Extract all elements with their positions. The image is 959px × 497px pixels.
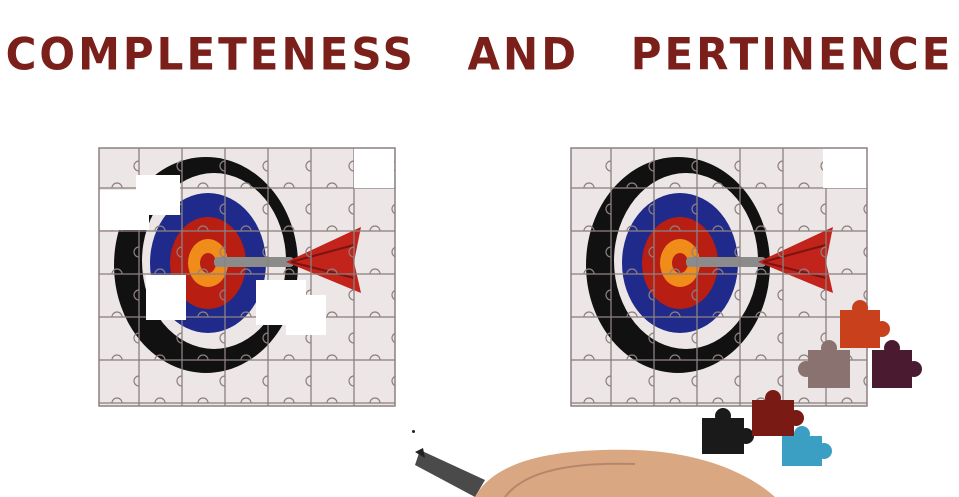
- extra-puzzle-pieces: [690, 300, 940, 470]
- puzzle-piece-orange-icon: [840, 300, 890, 348]
- puzzle-piece-plum-icon: [872, 340, 922, 388]
- puzzle-piece-teal-icon: [782, 426, 832, 466]
- puzzle-piece-grey-icon: [798, 340, 850, 388]
- pen-dot: [412, 430, 415, 433]
- incomplete-puzzle-target-icon: [96, 145, 396, 407]
- puzzle-piece-black-icon: [702, 408, 754, 454]
- puzzle-piece-maroon-icon: [752, 390, 804, 436]
- hand-with-pen-icon: [415, 440, 775, 497]
- page-title: COMPLETENESS AND PERTINENCE: [5, 28, 954, 80]
